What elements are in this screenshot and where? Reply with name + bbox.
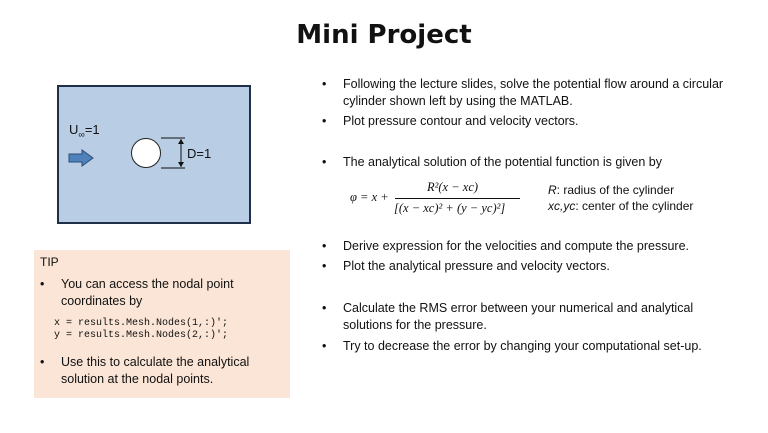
list-item-text: Calculate the RMS error between your num… (343, 301, 694, 332)
list-item-text: Plot pressure contour and velocity vecto… (343, 114, 579, 128)
diameter-label: D=1 (187, 146, 212, 161)
u-value: =1 (84, 122, 100, 137)
tip-title: TIP (40, 255, 59, 269)
list-item-text: Derive expression for the velocities and… (343, 239, 690, 253)
cylinder-circle (131, 138, 161, 168)
fraction-bar (395, 198, 520, 199)
list-item-text: Try to decrease the error by changing yo… (343, 339, 702, 353)
diameter-dimension-icon (161, 137, 185, 169)
bullet-dot: • (322, 259, 327, 273)
list-item-text: The analytical solution of the potential… (343, 155, 662, 169)
equation-numerator: R²(x − xc) (427, 180, 479, 194)
infinity-subscript: ∞ (78, 129, 85, 140)
list-item-text: Plot the analytical pressure and velocit… (343, 259, 610, 273)
tip-bullet-text: Use this to calculate the analytical sol… (61, 355, 250, 386)
tip-box: TIP • You can access the nodal point coo… (34, 250, 290, 398)
code-block: x = results.Mesh.Nodes(1,:)';y = results… (54, 318, 228, 342)
code-line: y = results.Mesh.Nodes(2,:)'; (54, 330, 229, 341)
bullet-dot: • (322, 301, 327, 315)
code-line: x = results.Mesh.Nodes(1,:)'; (54, 318, 229, 329)
center-text: : center of the cylinder (575, 199, 694, 213)
list-item-text: Following the lecture slides, solve the … (343, 77, 724, 108)
center-symbol: xc,yc (548, 199, 576, 213)
bullet-dot: • (322, 114, 327, 128)
radius-text: : radius of the cylinder (556, 183, 675, 197)
equation-denominator: [(x − xc)² + (y − yc)²] (394, 201, 506, 215)
freestream-label: U∞=1 (69, 122, 100, 140)
radius-note: R: radius of the cylinder (548, 183, 674, 197)
center-note: xc,yc: center of the cylinder (548, 199, 693, 213)
bullet-dot: • (322, 339, 327, 353)
equation-lhs: φ = x + (350, 190, 389, 204)
slide-title: Mini Project (296, 20, 472, 50)
bullet-dot: • (40, 277, 45, 291)
radius-symbol: R (548, 183, 557, 197)
bullet-dot: • (322, 77, 327, 91)
u-symbol: U (69, 122, 79, 137)
bullet-dot: • (40, 355, 45, 369)
tip-bullet-text: You can access the nodal point coordinat… (61, 277, 234, 308)
bullet-dot: • (322, 155, 327, 169)
flow-diagram: U∞=1 D=1 (57, 85, 251, 224)
bullet-dot: • (322, 239, 327, 253)
flow-arrow-icon (68, 149, 94, 167)
